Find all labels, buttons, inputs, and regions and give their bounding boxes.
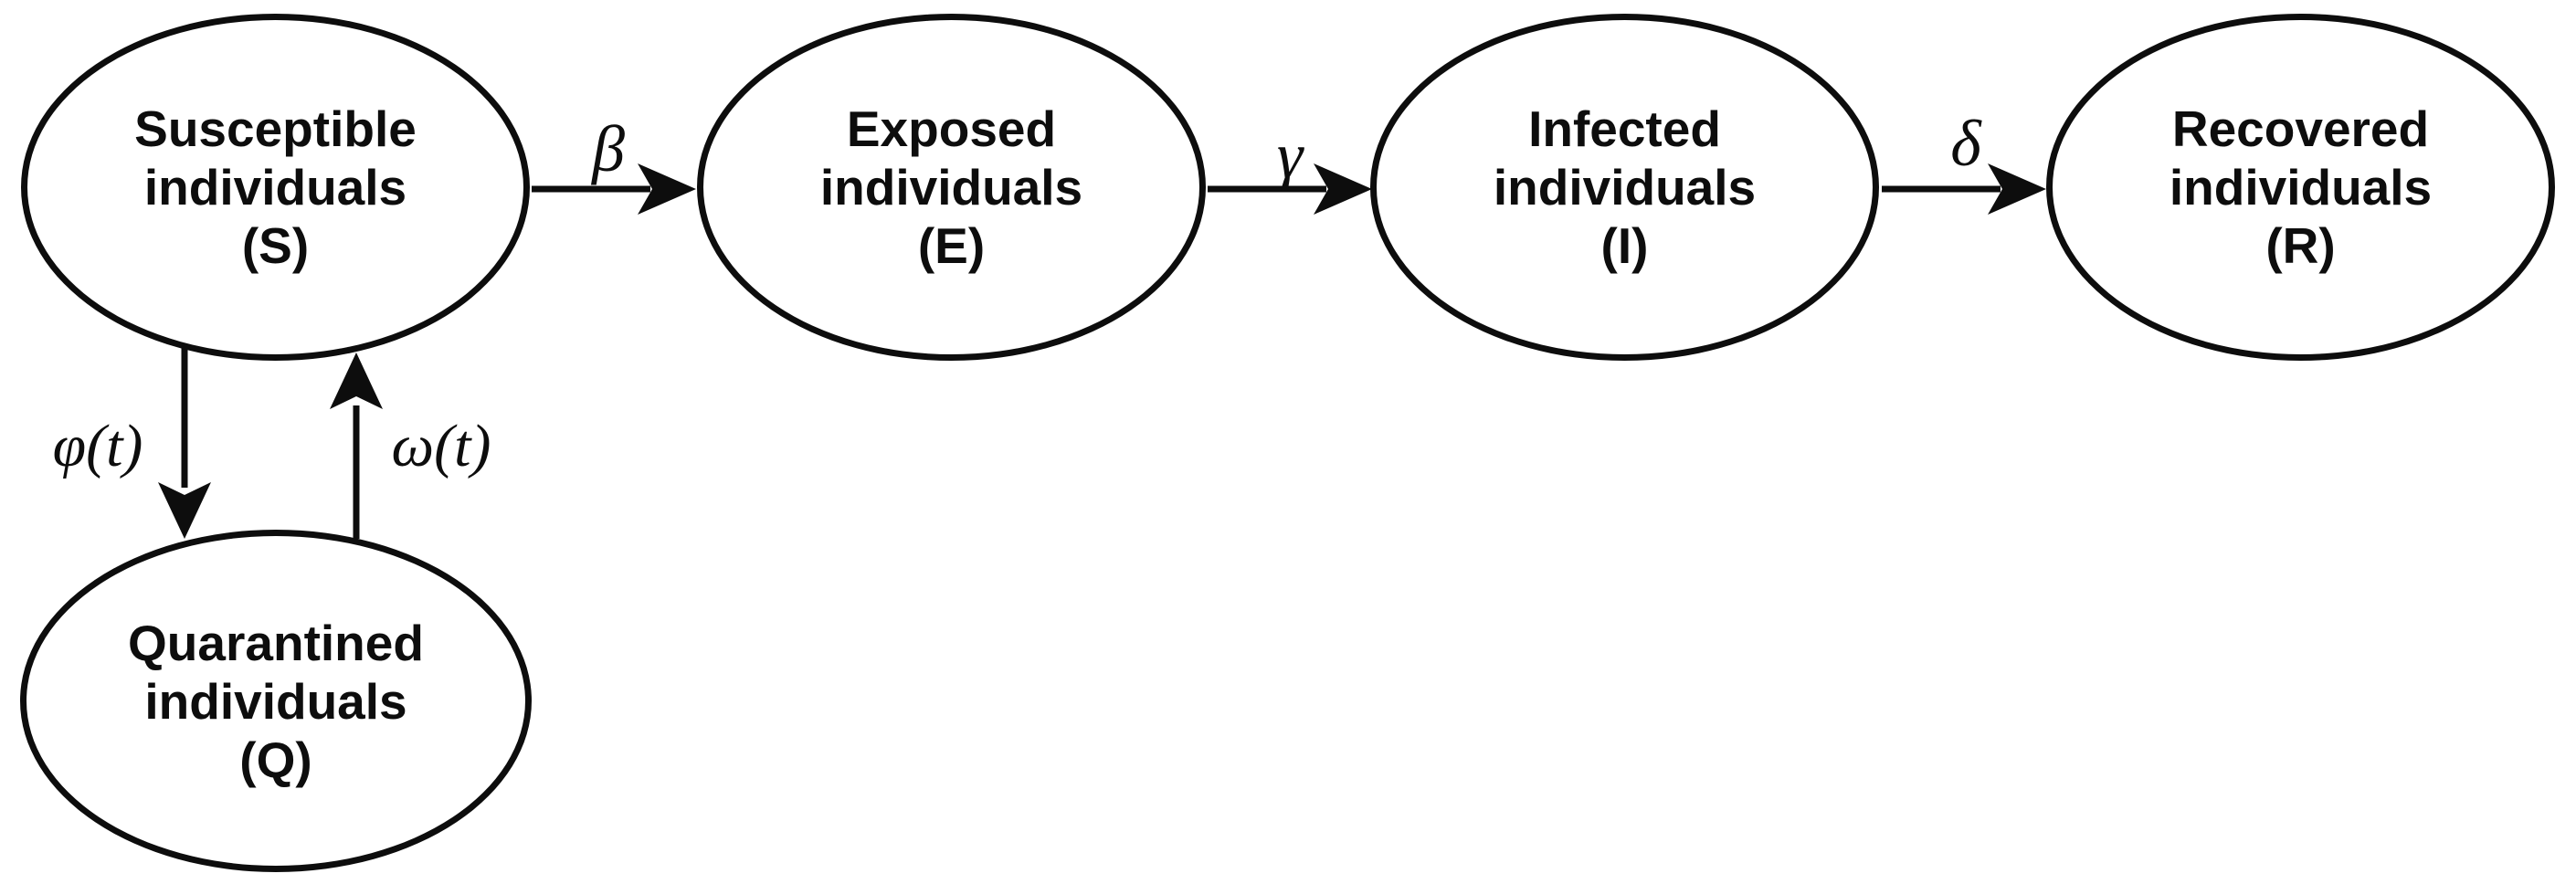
node-recovered-line2: individuals — [2169, 159, 2433, 216]
node-infected-label: Infected individuals (I) — [1494, 100, 1756, 275]
node-exposed: Exposed individuals (E) — [697, 14, 1206, 361]
node-susceptible-line1: Susceptible — [134, 100, 417, 157]
node-infected: Infected individuals (I) — [1370, 14, 1879, 361]
node-exposed-line2: individuals — [819, 159, 1083, 216]
node-infected-line2: individuals — [1493, 159, 1757, 216]
arrow-q-to-s — [330, 353, 383, 539]
node-recovered-line1: Recovered — [2171, 100, 2430, 157]
node-susceptible-label: Susceptible individuals (S) — [134, 100, 417, 275]
edge-label-gamma: γ — [1276, 119, 1304, 192]
arrow-s-to-e — [532, 163, 696, 215]
node-recovered-label: Recovered individuals (R) — [2170, 100, 2432, 275]
node-exposed-line1: Exposed — [846, 100, 1057, 157]
edge-label-beta: β — [592, 112, 625, 185]
node-quarantined-line3: (Q) — [239, 731, 312, 788]
node-exposed-line3: (E) — [917, 217, 986, 274]
node-infected-line3: (I) — [1600, 217, 1649, 274]
node-exposed-label: Exposed individuals (E) — [820, 100, 1082, 275]
node-recovered: Recovered individuals (R) — [2046, 14, 2555, 361]
node-quarantined-line2: individuals — [144, 672, 407, 730]
node-recovered-line3: (R) — [2265, 217, 2336, 274]
arrow-e-to-i — [1208, 163, 1372, 215]
node-susceptible: Susceptible individuals (S) — [21, 14, 530, 361]
node-quarantined: Quarantined individuals (Q) — [20, 530, 532, 872]
edge-label-omega-t: ω(t) — [391, 413, 491, 479]
node-susceptible-line3: (S) — [241, 217, 310, 274]
node-susceptible-line2: individuals — [143, 159, 407, 216]
node-quarantined-label: Quarantined individuals (Q) — [128, 614, 424, 789]
edge-label-delta: δ — [1950, 107, 1981, 180]
arrow-i-to-r — [1882, 163, 2046, 215]
node-quarantined-line1: Quarantined — [128, 614, 424, 671]
arrow-s-to-q — [158, 345, 211, 539]
node-infected-line1: Infected — [1528, 100, 1721, 157]
edge-label-phi-t: φ(t) — [52, 413, 143, 479]
